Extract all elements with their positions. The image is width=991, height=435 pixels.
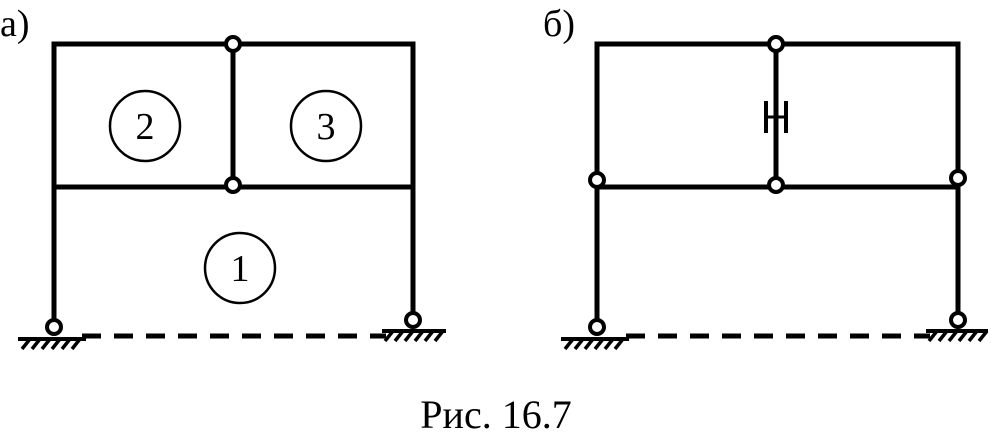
panel-b-label: б) <box>543 3 575 45</box>
panel-a-label: а) <box>0 3 30 45</box>
support-b-right <box>926 311 989 343</box>
disk-3-marker: 3 <box>289 89 363 163</box>
svg-text:2: 2 <box>136 106 155 148</box>
hinge-a-top <box>224 35 242 53</box>
hinge-b-top <box>767 35 785 53</box>
svg-text:3: 3 <box>317 106 336 148</box>
support-a-right <box>382 311 446 343</box>
panel-b: б) <box>543 3 989 351</box>
figure-caption: Рис. 16.7 <box>420 392 571 435</box>
disk-2-marker: 2 <box>108 89 182 163</box>
hinge-b-left <box>588 171 606 189</box>
panel-a: а) 2 3 1 <box>0 3 446 351</box>
hinge-b-right <box>949 169 967 187</box>
disk-1-marker: 1 <box>203 231 277 305</box>
sliding-clamp <box>764 101 788 133</box>
support-b-left <box>561 318 629 351</box>
hinge-a-middle <box>224 176 242 194</box>
svg-text:1: 1 <box>231 248 250 290</box>
hinge-b-middle <box>767 176 785 194</box>
support-a-left <box>18 318 86 351</box>
